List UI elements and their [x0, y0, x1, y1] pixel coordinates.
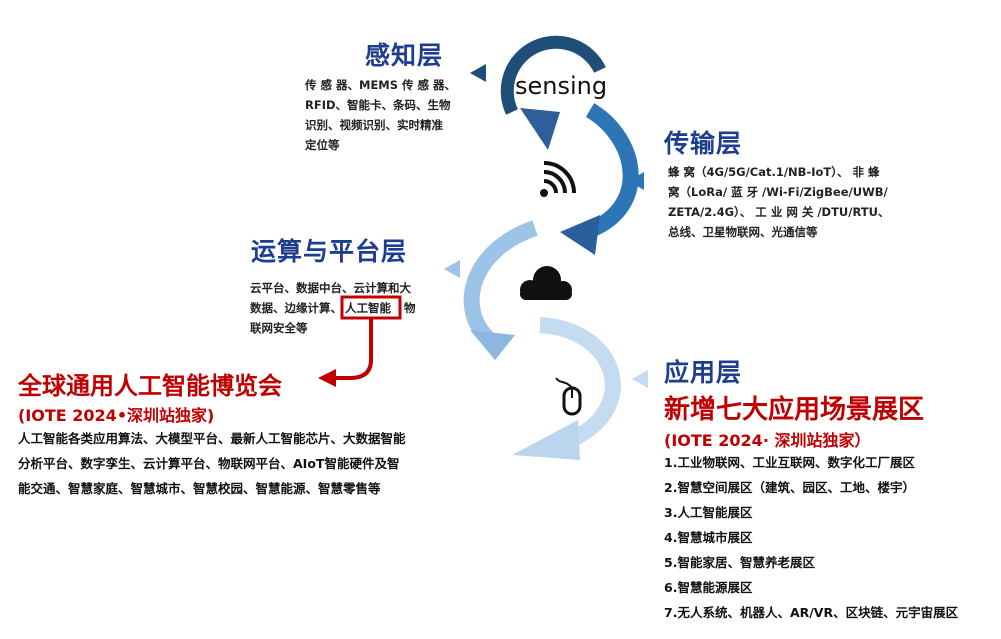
description-line: RFID、智能卡、条码、生物 — [305, 98, 451, 112]
compute-arrowhead — [470, 330, 515, 360]
wifi-icon — [540, 161, 576, 197]
sensing-label: sensing — [515, 72, 608, 100]
description-line: 蜂 窝（4G/5G/Cat.1/NB-IoT）、 非 蜂 — [668, 165, 880, 179]
list-item: 1.工业物联网、工业互联网、数字化工厂展区 — [664, 455, 915, 470]
text-segment: 物 — [404, 301, 416, 315]
compute-arc — [463, 220, 538, 347]
sensing-arrowhead — [520, 108, 560, 150]
application-subtitle: (IOTE 2024· 深圳站独家） — [664, 431, 871, 450]
description-line: 云平台、数据中台、云计算和大 — [250, 281, 411, 295]
text-segment: 数据、边缘计算、 — [250, 301, 342, 315]
list-item: 7.无人系统、机器人、AR/VR、区块链、元宇宙展区 — [664, 605, 959, 620]
perception-description: 传 感 器、MEMS 传 感 器、 RFID、智能卡、条码、生物 识别、视频识别… — [305, 75, 456, 155]
description-line: 传 感 器、MEMS 传 感 器、 — [305, 78, 457, 92]
description-line: 人工智能各类应用算法、大模型平台、最新人工智能芯片、大数据智能 — [18, 431, 406, 446]
description-line: 定位等 — [305, 138, 340, 152]
application-arc — [539, 317, 621, 448]
ai-highlight-text: 人工智能 — [345, 301, 391, 315]
perception-title: 感知层 — [365, 41, 444, 70]
application-zone-list: 1.工业物联网、工业互联网、数字化工厂展区 2.智慧空间展区（建筑、园区、工地、… — [664, 450, 958, 625]
compute-title: 运算与平台层 — [251, 237, 408, 266]
cloud-icon — [520, 266, 572, 300]
description-line: 联网安全等 — [250, 321, 308, 335]
transport-description: 蜂 窝（4G/5G/Cat.1/NB-IoT）、 非 蜂 窝（LoRa/ 蓝 牙… — [668, 162, 889, 242]
ai-expo-title: 全球通用人工智能博览会 — [18, 372, 282, 400]
perception-pointer-icon — [470, 64, 486, 82]
application-arrowhead — [512, 420, 580, 460]
transport-arrowhead — [560, 215, 600, 255]
description-line: ZETA/2.4G）、 工 业 网 关 /DTU/RTU、 — [668, 205, 890, 219]
transport-arc — [582, 103, 639, 240]
ai-expo-description: 人工智能各类应用算法、大模型平台、最新人工智能芯片、大数据智能 分析平台、数字孪… — [18, 426, 406, 501]
description-line: 能交通、智慧家庭、智慧城市、智慧校园、智慧能源、智慧零售等 — [18, 481, 381, 496]
transport-title: 传输层 — [664, 129, 743, 158]
ai-callout-arrowhead — [318, 369, 336, 387]
description-line: 窝（LoRa/ 蓝 牙 /Wi-Fi/ZigBee/UWB/ — [668, 185, 888, 199]
transport-pointer-icon — [628, 172, 644, 190]
list-item: 5.智能家居、智慧养老展区 — [664, 555, 815, 570]
compute-pointer-icon — [444, 260, 460, 278]
mouse-icon — [555, 377, 582, 416]
compute-description: 云平台、数据中台、云计算和大 数据、边缘计算、人工智能物 联网安全等 — [250, 278, 416, 338]
list-item: 6.智慧能源展区 — [664, 580, 753, 595]
description-line: 分析平台、数字孪生、云计算平台、物联网平台、AIoT智能硬件及智 — [18, 456, 400, 471]
ai-expo-subtitle: (IOTE 2024•深圳站独家) — [18, 406, 215, 425]
list-item: 3.人工智能展区 — [664, 505, 753, 520]
ai-callout-arrow — [332, 318, 373, 380]
application-headline: 新增七大应用场景展区 — [664, 395, 925, 425]
description-line: 识别、视频识别、实时精准 — [305, 118, 443, 132]
list-item: 4.智慧城市展区 — [664, 530, 753, 545]
application-pointer-icon — [632, 370, 648, 388]
application-title: 应用层 — [664, 358, 743, 387]
sensing-arc — [500, 35, 606, 115]
list-item: 2.智慧空间展区（建筑、园区、工地、楼宇） — [664, 480, 915, 495]
description-line: 总线、卫星物联网、光通信等 — [668, 225, 818, 239]
description-line: 数据、边缘计算、人工智能物 — [250, 298, 416, 318]
